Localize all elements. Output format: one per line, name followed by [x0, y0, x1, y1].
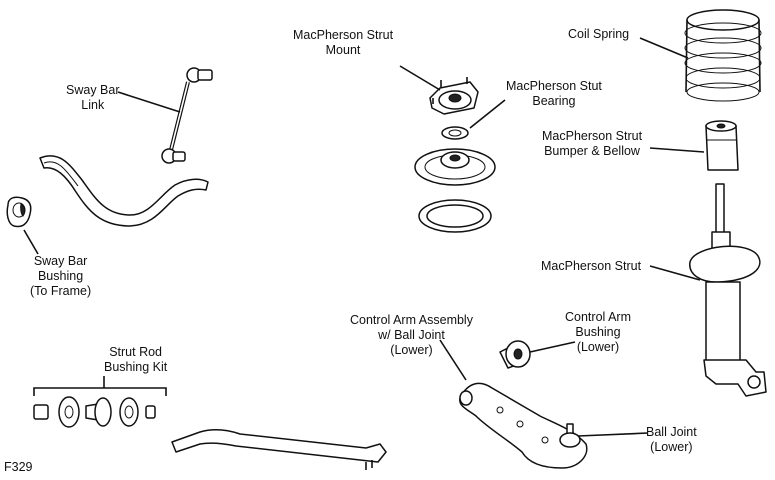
- strut-rod-bushing-kit: [33, 396, 156, 428]
- strut-mount: [429, 77, 479, 115]
- sway-bar-bushing: [6, 196, 32, 228]
- coil-spring: [684, 9, 762, 102]
- sway-bar: [39, 155, 209, 227]
- figure-code: F329: [4, 460, 33, 474]
- spring-insulator-ring: [418, 199, 492, 233]
- label-coil-spring: Coil Spring: [568, 27, 630, 41]
- control-arm-bushing: [499, 340, 531, 369]
- label-strut-mount: MacPherson Strut Mount: [293, 28, 394, 57]
- sway-bar-link: [161, 67, 213, 164]
- macpherson-strut: [689, 183, 767, 397]
- label-strut-bumper-bellow: MacPherson Strut Bumper & Bellow: [542, 129, 643, 158]
- label-macpherson-strut: MacPherson Strut: [541, 259, 642, 273]
- label-sway-bar-link: Sway Bar Link: [66, 83, 120, 112]
- label-strut-bearing: MacPherson Stut Bearing: [506, 79, 602, 108]
- leader-lines: [23, 37, 705, 437]
- label-strut-rod-bushing-kit: Strut Rod Bushing Kit: [104, 345, 168, 374]
- label-ball-joint: Ball Joint (Lower): [646, 425, 697, 454]
- spring-upper-seat: [414, 148, 496, 186]
- strut-bumper-bellow: [705, 120, 739, 171]
- ball-joint: [559, 423, 581, 448]
- strut-rod: [171, 429, 387, 470]
- control-arm-assembly: [459, 382, 588, 469]
- label-sway-bar-bushing: Sway Bar Bushing (To Frame): [30, 254, 92, 298]
- strut-bearing: [441, 126, 469, 140]
- label-control-arm-assembly: Control Arm Assembly w/ Ball Joint (Lowe…: [350, 313, 473, 357]
- label-control-arm-bushing: Control Arm Bushing (Lower): [565, 310, 631, 354]
